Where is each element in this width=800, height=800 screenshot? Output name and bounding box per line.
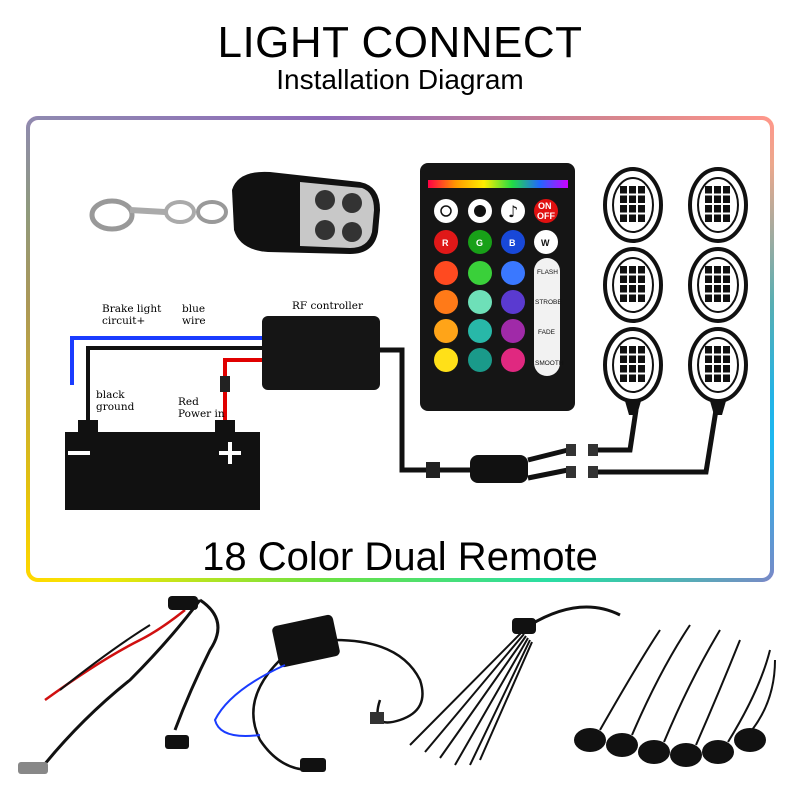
label-blue-wire: blue wire: [182, 303, 206, 327]
rainbow-frame: [26, 116, 774, 582]
page-title: LIGHT CONNECT: [217, 18, 583, 67]
sun-dim-icon: [434, 199, 458, 223]
rock-light-pods-photo: [574, 624, 776, 767]
page-subtitle: Installation Diagram: [276, 64, 524, 95]
splitter-cable-photo: [409, 605, 621, 766]
battery: [65, 420, 260, 510]
music-note-icon: [501, 199, 525, 223]
mode-label: STROBE: [535, 299, 562, 306]
svg-text:OFF: OFF: [537, 211, 555, 221]
rock-light-pod: [603, 327, 663, 403]
rock-lights: [603, 167, 748, 415]
rock-light-pod: [603, 247, 663, 323]
rf-controller-photo: [213, 614, 424, 772]
rock-light-pod: [688, 167, 748, 243]
label-brake-light: Brake light circuit+: [102, 303, 162, 327]
label-rf-controller: RF controller: [292, 300, 364, 312]
pod-cable-tail: [710, 401, 726, 415]
mode-label: SMOOTH: [535, 360, 564, 367]
y-splitter: [470, 455, 528, 483]
rf-controller-box: [262, 316, 380, 390]
rgbw-label: G: [476, 238, 483, 248]
fused-power-harness: [18, 596, 220, 774]
mode-label: FLASH: [537, 269, 558, 276]
svg-text:♪: ♪: [508, 202, 518, 221]
rgbw-label: B: [509, 238, 516, 248]
label-black-ground: black ground: [96, 389, 135, 413]
ir-remote: ♪ ON OFF: [420, 163, 575, 411]
rgbw-label: W: [541, 238, 550, 248]
rock-light-pod: [688, 327, 748, 403]
caption: 18 Color Dual Remote: [202, 535, 598, 579]
rock-light-pod: [603, 167, 663, 243]
pod-cable-tail: [625, 401, 641, 415]
wiring: [70, 316, 719, 483]
key-fob-remote: [89, 171, 380, 254]
label-red-power: Red Power in: [178, 396, 225, 420]
rgbw-label: R: [442, 238, 449, 248]
mode-label: FADE: [538, 329, 556, 336]
svg-text:ON: ON: [538, 201, 552, 211]
rock-light-pod: [688, 247, 748, 323]
